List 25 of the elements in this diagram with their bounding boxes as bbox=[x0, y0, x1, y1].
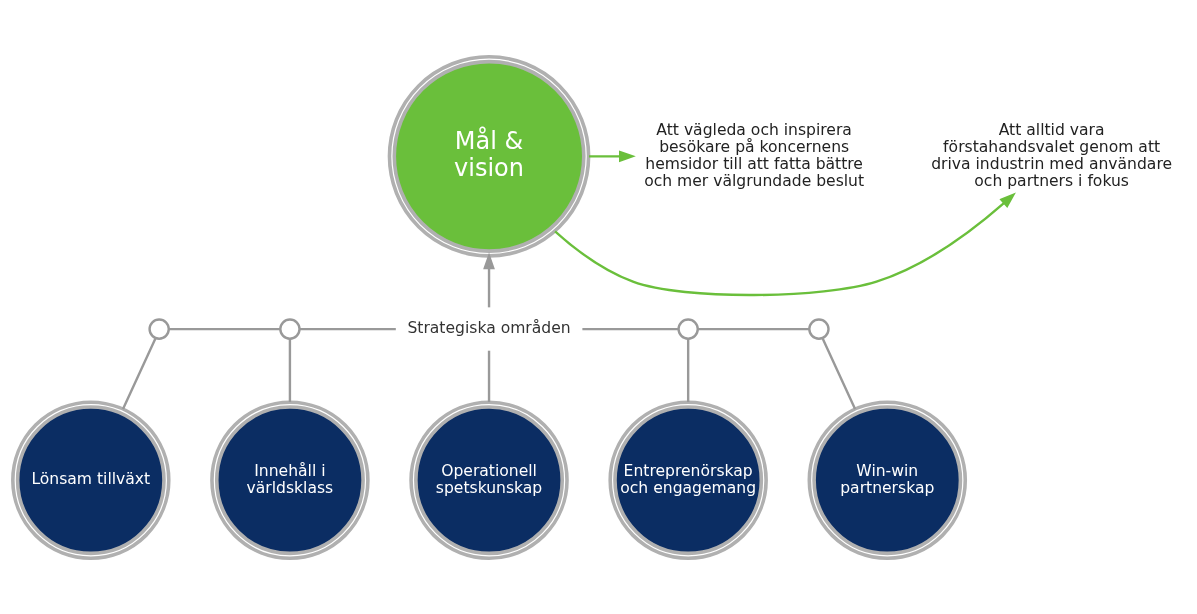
node-circle: Win-win partnerskap bbox=[807, 399, 968, 560]
node-circle: Lönsam tillväxt bbox=[11, 399, 171, 560]
node-circle bbox=[677, 317, 699, 340]
connector bbox=[168, 327, 280, 330]
connector bbox=[821, 337, 857, 409]
connector bbox=[487, 350, 491, 402]
arrow bbox=[554, 191, 1016, 296]
connector bbox=[686, 338, 690, 402]
node-circle bbox=[279, 317, 301, 340]
node-circle: Innehåll i världsklass bbox=[210, 399, 370, 560]
node-circle bbox=[148, 317, 170, 340]
connector bbox=[299, 327, 396, 330]
node-text: Strategiska områden bbox=[407, 318, 571, 337]
node-circle: Entreprenörskap och engagemang bbox=[608, 399, 768, 560]
connector bbox=[582, 327, 679, 330]
node-circle bbox=[808, 317, 830, 340]
node-circle: Operationell spetskunskap bbox=[409, 399, 569, 560]
connector bbox=[288, 338, 292, 402]
node-text: Att vägleda och inspirera besökare på koncernens hemsidor till att fatta bättre och mer välgrundade beslut bbox=[644, 120, 865, 190]
node-circle: Mål & vision bbox=[387, 54, 591, 258]
node-text: Att alltid vara förstahandsvalet genom att driva industrin med användare och partners i fokus bbox=[931, 120, 1173, 190]
arrow bbox=[483, 251, 495, 307]
arrow bbox=[589, 149, 636, 162]
connector bbox=[121, 337, 157, 410]
connector bbox=[697, 327, 809, 330]
